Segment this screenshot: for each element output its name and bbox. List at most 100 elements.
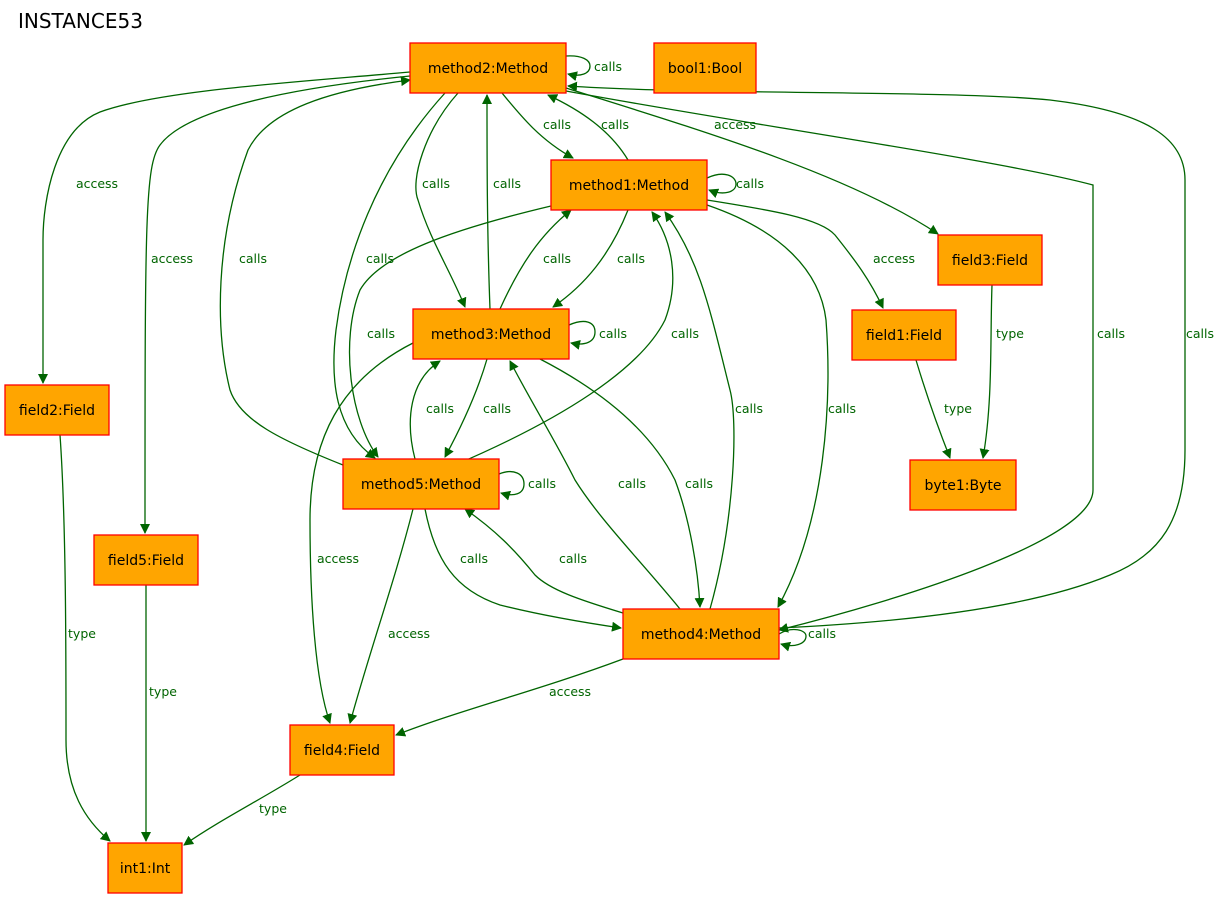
- node-box[interactable]: [289, 724, 395, 776]
- node-label: field5:Field: [108, 553, 184, 569]
- edge-label: type: [68, 626, 96, 641]
- edge-label: access: [873, 251, 915, 266]
- node-field4[interactable]: field4:Field: [289, 724, 395, 776]
- edge-label: calls: [422, 176, 450, 191]
- edge-field5-to-int1: type: [141, 585, 177, 842]
- node-field1[interactable]: field1:Field: [851, 309, 957, 361]
- edge-method5-to-method5: calls: [498, 470, 556, 501]
- edge-line: [454, 211, 674, 466]
- edge-method2-to-method3: calls: [415, 92, 467, 308]
- edge-field4-to-int1: type: [183, 774, 301, 846]
- edge-line: [509, 360, 681, 610]
- edge-method4-to-method1: calls: [664, 211, 763, 610]
- diagram-title: INSTANCE53: [18, 9, 143, 33]
- edge-label: calls: [828, 401, 856, 416]
- node-box[interactable]: [107, 842, 183, 894]
- edge-label: type: [996, 326, 1024, 341]
- edge-label: calls: [808, 626, 836, 641]
- edge-label: calls: [460, 551, 488, 566]
- edge-label: access: [151, 251, 193, 266]
- edge-label: calls: [618, 476, 646, 491]
- node-label: bool1:Bool: [668, 61, 742, 77]
- edge-line: [552, 209, 629, 308]
- edge-label: calls: [483, 401, 511, 416]
- edge-method5-to-method3: calls: [409, 360, 454, 460]
- edge-method1-to-method3: calls: [552, 209, 645, 308]
- node-field3[interactable]: field3:Field: [937, 234, 1043, 286]
- node-method5[interactable]: method5:Method: [342, 458, 500, 510]
- edge-line: [568, 320, 596, 350]
- edge-line: [706, 204, 829, 608]
- edge-method4-to-field4: access: [395, 658, 624, 737]
- node-box[interactable]: [851, 309, 957, 361]
- edge-line: [395, 658, 624, 737]
- edge-method3-to-method5: calls: [444, 358, 511, 458]
- node-label: field4:Field: [304, 743, 380, 759]
- node-int1[interactable]: int1:Int: [107, 842, 183, 894]
- edge-method1-to-method4: calls: [706, 204, 856, 608]
- node-label: method5:Method: [361, 477, 481, 493]
- edge-line: [464, 508, 624, 614]
- node-label: method3:Method: [431, 327, 551, 343]
- node-bool1[interactable]: bool1:Bool: [653, 42, 757, 94]
- edge-field1-to-byte1: type: [915, 359, 972, 459]
- node-box[interactable]: [409, 42, 567, 94]
- node-box[interactable]: [937, 234, 1043, 286]
- node-byte1[interactable]: byte1:Byte: [909, 459, 1017, 511]
- edge-label: access: [549, 684, 591, 699]
- edge-method5-to-field4: access: [347, 508, 430, 724]
- edge-line: [706, 173, 737, 198]
- node-label: byte1:Byte: [925, 478, 1002, 494]
- edge-method2-to-field3: access: [565, 87, 939, 235]
- edge-label: calls: [685, 476, 713, 491]
- edge-label: calls: [543, 117, 571, 132]
- edge-line: [547, 94, 629, 161]
- node-box[interactable]: [342, 458, 500, 510]
- edge-label: type: [259, 801, 287, 816]
- node-field5[interactable]: field5:Field: [93, 534, 199, 586]
- edge-line: [539, 358, 705, 608]
- edge-label: calls: [1186, 326, 1214, 341]
- edge-line: [348, 205, 552, 458]
- edge-label: access: [388, 626, 430, 641]
- edge-label: calls: [367, 326, 395, 341]
- edge-method1-to-method2: calls: [547, 94, 629, 161]
- edge-method2-to-field2: access: [38, 71, 411, 384]
- edge-label: calls: [1097, 326, 1125, 341]
- node-field2[interactable]: field2:Field: [4, 384, 110, 436]
- node-method4[interactable]: method4:Method: [622, 608, 780, 660]
- edge-line: [706, 199, 884, 309]
- node-method3[interactable]: method3:Method: [412, 308, 570, 360]
- node-box[interactable]: [622, 608, 780, 660]
- edge-method3-to-method1: calls: [499, 209, 572, 310]
- edge-line: [979, 284, 993, 459]
- edge-label: calls: [493, 176, 521, 191]
- edge-line: [333, 92, 446, 459]
- node-box[interactable]: [653, 42, 757, 94]
- node-method2[interactable]: method2:Method: [409, 42, 567, 94]
- edge-line: [444, 358, 488, 458]
- edge-label: access: [317, 551, 359, 566]
- edge-line: [219, 76, 411, 466]
- node-box[interactable]: [4, 384, 110, 436]
- edge-line: [59, 434, 111, 842]
- node-box[interactable]: [93, 534, 199, 586]
- edge-line: [565, 87, 939, 235]
- edge-method5-to-method2: calls: [219, 76, 411, 466]
- node-box[interactable]: [909, 459, 1017, 511]
- edge-label: calls: [594, 59, 622, 74]
- node-box[interactable]: [550, 159, 708, 211]
- edge-method1-to-method5: calls: [348, 205, 552, 458]
- edge-label: calls: [543, 251, 571, 266]
- node-box[interactable]: [412, 308, 570, 360]
- node-method1[interactable]: method1:Method: [550, 159, 708, 211]
- edge-method3-to-method2: calls: [482, 94, 521, 310]
- edge-method4-to-method5: calls: [464, 508, 624, 614]
- edge-field2-to-int1: type: [59, 434, 111, 842]
- edge-method2-to-method2: calls: [565, 55, 622, 82]
- edge-line: [778, 628, 807, 652]
- edge-line: [499, 209, 572, 310]
- edge-label: calls: [528, 476, 556, 491]
- edge-line: [498, 470, 525, 501]
